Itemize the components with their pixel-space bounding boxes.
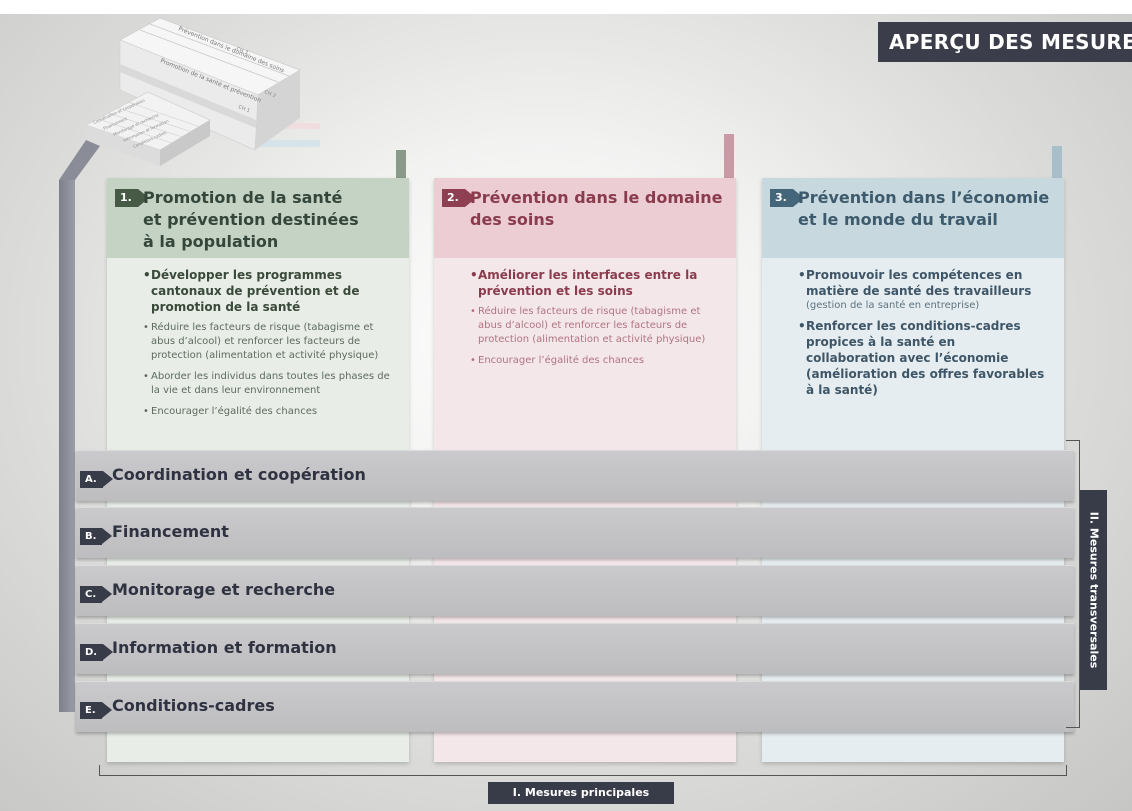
column-1-sub-item-1: Réduire les facteurs de risque (tabagism… (143, 321, 393, 363)
row-a-letter: A. (80, 471, 113, 488)
column-1-header: 1. Promotion de la santé et prévention d… (107, 178, 409, 258)
row-d-letter: D. (80, 644, 114, 661)
column-2-main-item: Améliorer les interfaces entre la préven… (470, 267, 720, 299)
row-e-letter: E. (80, 702, 112, 719)
column-2-sub-item-1: Réduire les facteurs de risque (tabagism… (470, 305, 720, 347)
row-e-label: Conditions-cadres (112, 696, 275, 715)
row-a-label: Coordination et coopération (112, 465, 366, 484)
column-2-title: Prévention dans le domaine des soins (470, 187, 726, 231)
row-c-letter: C. (80, 586, 113, 603)
row-d: D. Information et formation (76, 623, 1074, 674)
transversal-label: II. Mesures transversales (1080, 490, 1107, 690)
column-3-title-line-1: Prévention dans l’économie (798, 188, 1050, 207)
transversal-bracket (1066, 440, 1080, 728)
row-a: A. Coordination et coopération (76, 450, 1074, 501)
column-1-title-line-1: Promotion de la santé (143, 188, 343, 207)
row-b-letter: B. (80, 528, 114, 545)
left-connector-strip (59, 180, 75, 712)
model-slot-label-3: CH 1 (237, 104, 250, 114)
column-2-sub-item-2: Encourager l’égalité des chances (470, 354, 720, 368)
row-c: C. Monitorage et recherche (76, 565, 1074, 616)
model-slot-label-1: CH 3 (235, 46, 248, 56)
column-1-title: Promotion de la santé et prévention dest… (143, 187, 399, 253)
top-margin (0, 0, 1132, 14)
page-title: APERÇU DES MESURES (878, 22, 1132, 62)
column-1-number: 1. (115, 189, 149, 207)
column-1-sub-item-3: Encourager l’égalité des chances (143, 405, 393, 419)
column-3-header: 3. Prévention dans l’économie et le mond… (762, 178, 1064, 258)
column-2-title-line-1: Prévention dans le domaine (470, 188, 723, 207)
column-1-sub-item-2: Aborder les individus dans toutes les ph… (143, 370, 393, 398)
row-e: E. Conditions-cadres (76, 681, 1074, 732)
principal-bracket (99, 765, 1067, 776)
column-3-main-item-1-text: Promouvoir les compétences en matière de… (806, 268, 1032, 298)
column-3-main-item-1: Promouvoir les compétences en matière de… (798, 267, 1048, 312)
row-d-label: Information et formation (112, 638, 337, 657)
row-b-label: Financement (112, 522, 229, 541)
column-3-main-item-2: Renforcer les conditions-cadres propices… (798, 318, 1048, 398)
column-2-number: 2. (442, 189, 476, 207)
column-2-list: Améliorer les interfaces entre la préven… (470, 267, 720, 375)
column-3-title: Prévention dans l’économie et le monde d… (798, 187, 1054, 231)
transversal-label-text: II. Mesures transversales (1087, 511, 1100, 669)
model-slot-label-2: CH 2 (263, 89, 276, 99)
row-b: B. Financement (76, 507, 1074, 558)
row-c-label: Monitorage et recherche (112, 580, 336, 599)
column-1-list: Développer les programmes cantonaux de p… (143, 267, 393, 426)
column-3-number: 3. (770, 189, 804, 207)
column-1-main-item: Développer les programmes cantonaux de p… (143, 267, 393, 315)
column-1-title-line-2: et prévention destinées (143, 210, 359, 229)
column-3-list: Promouvoir les compétences en matière de… (798, 267, 1048, 404)
column-2-title-line-2: des soins (470, 210, 555, 229)
model-illustration: Prévention dans le domaine des soins Pro… (59, 17, 320, 180)
column-3-main-item-1-note: (gestion de la santé en entreprise) (806, 300, 980, 311)
column-2-header: 2. Prévention dans le domaine des soins (434, 178, 736, 258)
column-1-title-line-3: à la population (143, 232, 279, 251)
principal-label: I. Mesures principales (488, 782, 674, 804)
column-3-title-line-2: et le monde du travail (798, 210, 998, 229)
